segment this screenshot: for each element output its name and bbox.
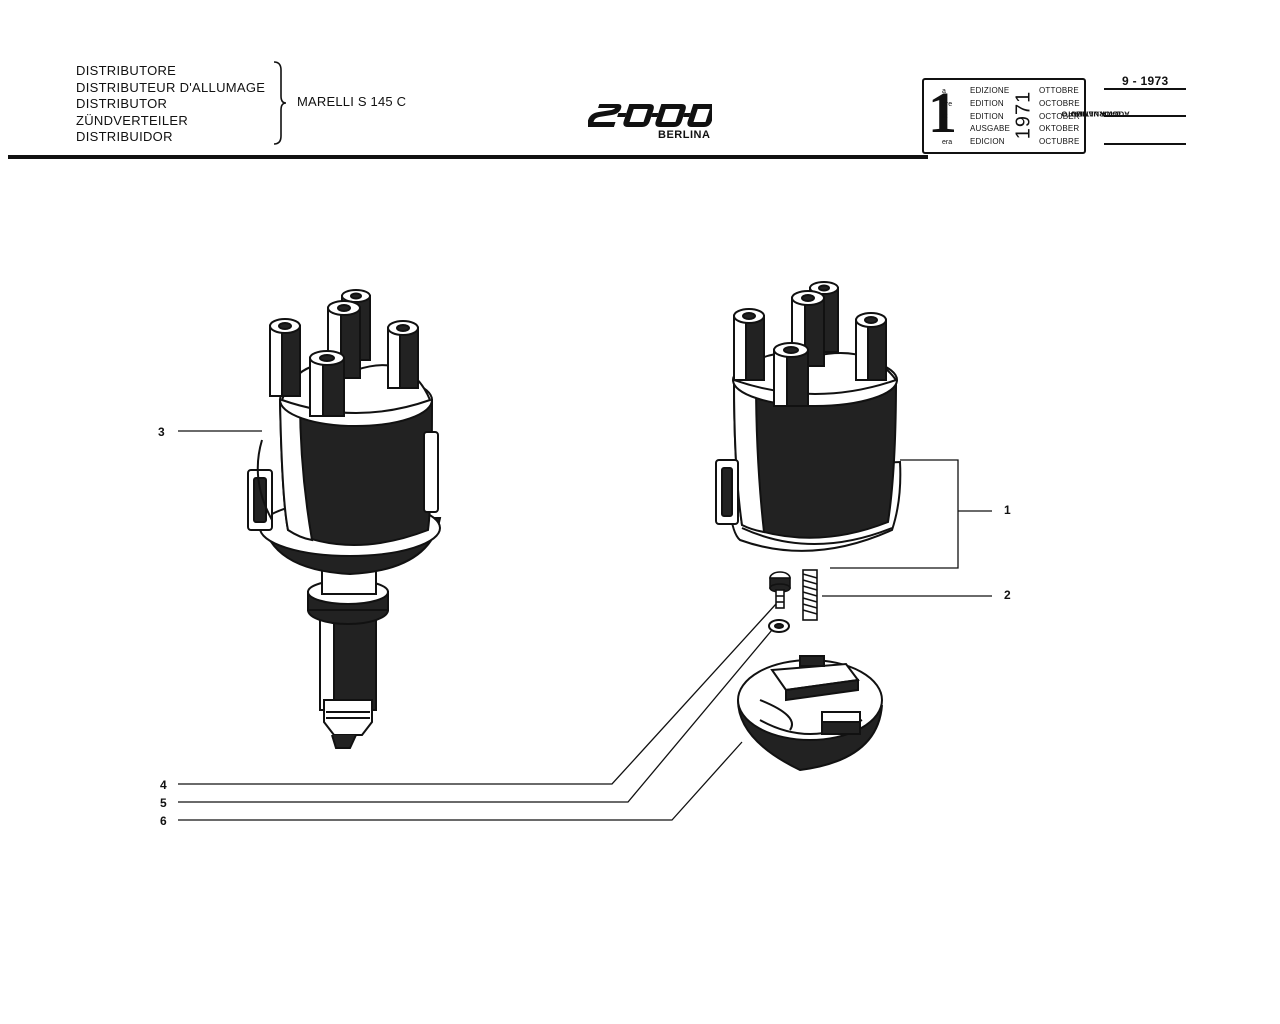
model-subtitle: BERLINA <box>658 129 711 141</box>
month-fr: OCTOBRE <box>1039 99 1080 108</box>
edition-word-es: EDICION <box>970 137 1005 146</box>
title-english: DISTRIBUTOR <box>76 96 168 111</box>
title-italian: DISTRIBUTORE <box>76 63 177 78</box>
ordinal-es: era <box>942 139 953 146</box>
distributor-cap-illustration <box>715 281 902 552</box>
callout-1: 1 <box>1004 503 1011 517</box>
title-german: ZÜNDVERTEILER <box>76 112 189 128</box>
header-rule <box>8 155 928 159</box>
edition-box <box>922 78 1086 154</box>
edition-word-fr: EDITION <box>970 99 1004 108</box>
washer-illustration <box>768 619 790 633</box>
month-en: OCTOBER <box>1039 112 1080 121</box>
edition-word-en: EDITION <box>970 112 1004 121</box>
update-line-2 <box>1104 115 1186 117</box>
leader-lines <box>178 430 992 821</box>
callout-3: 3 <box>158 425 165 439</box>
screw-illustration <box>769 571 791 609</box>
distributor-model: MARELLI S 145 C <box>297 94 407 109</box>
alfa-2000-logo <box>588 104 712 127</box>
spring-illustration <box>802 569 818 621</box>
month-it: OTTOBRE <box>1039 86 1079 95</box>
callout-5: 5 <box>160 796 167 810</box>
ordinal-de: . <box>942 126 944 133</box>
update-line-3 <box>1104 143 1186 145</box>
edition-word-it: EDIZIONE <box>970 86 1010 95</box>
rotor-illustration <box>737 655 883 772</box>
title-spanish: DISTRIBUIDOR <box>76 129 173 144</box>
edition-word-de: AUSGABE <box>970 124 1011 133</box>
ordinal-fr: ere <box>942 101 953 108</box>
callout-6: 6 <box>160 814 167 828</box>
month-es: OCTUBRE <box>1039 137 1080 146</box>
assembled-distributor-illustration <box>247 289 442 749</box>
edition-number: 1 <box>928 80 957 145</box>
callout-4: 4 <box>160 778 167 792</box>
callout-2: 2 <box>1004 588 1011 602</box>
last-update-date: 9 - 1973 <box>1122 74 1169 88</box>
title-french: DISTRIBUTEUR D'ALLUMAGE <box>76 79 266 95</box>
title-list: DISTRIBUTORE DISTRIBUTEUR D'ALLUMAGE DIS… <box>76 63 265 146</box>
brace-icon <box>273 61 287 145</box>
month-de: OKTOBER <box>1039 124 1080 133</box>
ordinal-en: st <box>942 113 948 120</box>
update-line-1 <box>1104 88 1186 90</box>
ordinal-it: a <box>942 88 946 95</box>
